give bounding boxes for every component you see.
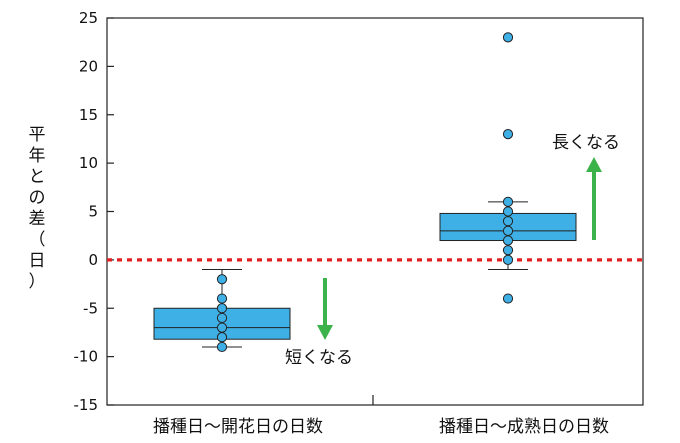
data-point (502, 196, 514, 207)
annotation-longer: 長くなる (552, 133, 620, 153)
data-point (216, 274, 228, 285)
data-point (502, 293, 514, 304)
data-point (502, 235, 514, 246)
data-point (216, 322, 228, 333)
y-tick-label: -15 (74, 396, 99, 414)
data-point (502, 245, 514, 256)
x-category-label: 播種日〜開花日の日数 (153, 417, 323, 437)
data-point (216, 293, 228, 304)
y-axis-label-char: 日 (29, 251, 46, 271)
y-tick-label: 15 (79, 106, 98, 124)
y-axis-label-char: （ (29, 230, 46, 250)
data-point (502, 206, 514, 217)
data-point (502, 216, 514, 227)
y-tick-label: -5 (83, 299, 98, 317)
y-axis-label-char: と (29, 167, 46, 187)
arrow-up-head (586, 157, 602, 172)
y-tick-label: 20 (79, 57, 98, 75)
data-point (216, 303, 228, 314)
y-tick-label: 10 (79, 154, 98, 172)
data-point (502, 129, 514, 140)
y-tick-label: 5 (88, 203, 98, 221)
y-axis-label-char: 年 (29, 146, 46, 166)
y-axis-label-char: 平 (29, 125, 46, 145)
data-point (216, 341, 228, 353)
annotation-shorter: 短くなる (285, 348, 353, 368)
y-tick-label: 25 (79, 9, 98, 27)
y-tick-label: 0 (88, 251, 98, 269)
x-category-label: 播種日〜成熟日の日数 (439, 416, 609, 437)
data-point (216, 312, 228, 324)
y-axis-label: 平年との差（日） (29, 125, 46, 292)
data-point (502, 225, 514, 236)
y-axis-label-char: の (29, 188, 46, 208)
arrow-down-head (317, 325, 333, 340)
data-point (216, 332, 228, 343)
y-tick-label: -10 (74, 348, 99, 366)
data-point (502, 254, 514, 265)
y-axis-label-char: ） (29, 272, 46, 292)
y-axis-label-char: 差 (29, 209, 46, 229)
plot-area: 25 20 15 10 5 0 -5 -10 -15 播種日〜開花日の日数 播種日〜成熟日の日数 短く… (74, 9, 644, 437)
data-point (502, 32, 514, 43)
plot-frame (106, 17, 644, 406)
